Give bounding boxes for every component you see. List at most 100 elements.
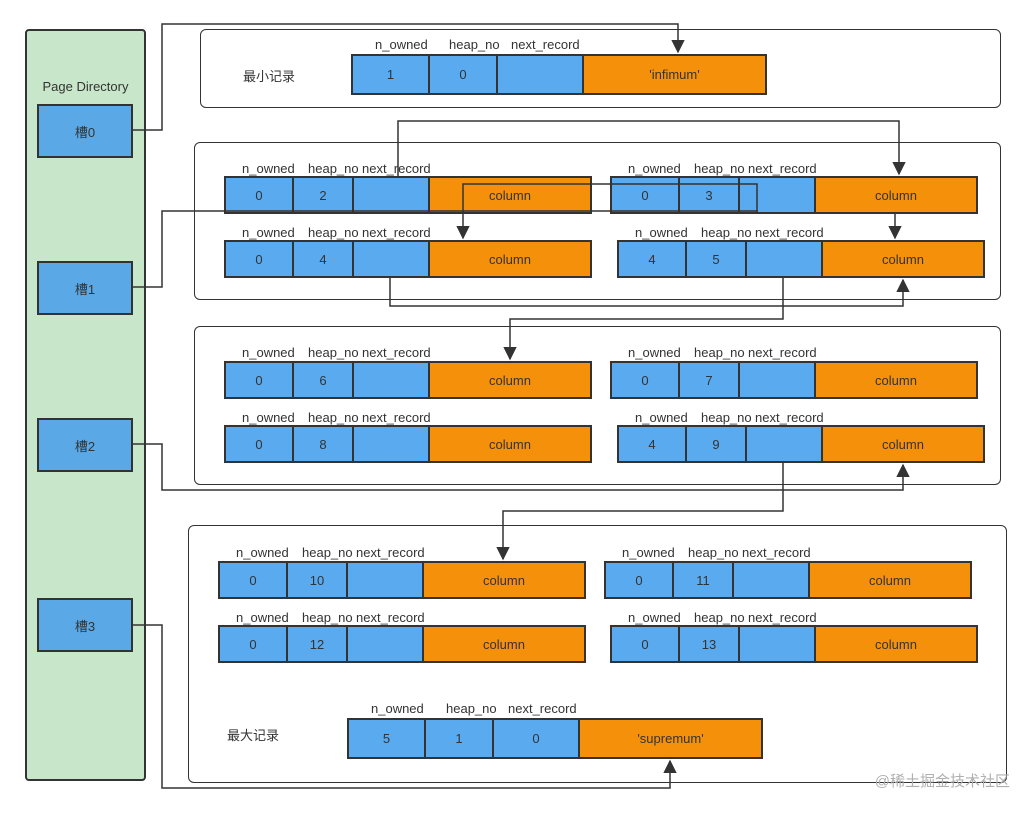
- n-owned-cell: 0: [610, 361, 680, 399]
- n-owned-label: n_owned: [622, 545, 675, 560]
- heap-no-cell: 11: [672, 561, 734, 599]
- n-owned-label: n_owned: [236, 610, 289, 625]
- content-cell: column: [428, 361, 592, 399]
- heap-no-label: heap_no: [449, 37, 500, 52]
- heap-no-label: heap_no: [694, 345, 745, 360]
- content-cell: column: [814, 625, 978, 663]
- heap-no-cell: 10: [286, 561, 348, 599]
- slot-0: 槽0: [37, 104, 133, 158]
- next-record-label: next_record: [362, 410, 431, 425]
- heap-no-cell: 12: [286, 625, 348, 663]
- n-owned-cell: 5: [347, 718, 426, 759]
- n-owned-label: n_owned: [628, 345, 681, 360]
- record: 0 8 column: [224, 425, 592, 463]
- record: 0 11 column: [604, 561, 972, 599]
- n-owned-cell: 0: [604, 561, 674, 599]
- next-record-cell: [346, 561, 424, 599]
- next-record-label: next_record: [362, 161, 431, 176]
- content-cell: column: [422, 561, 586, 599]
- next-record-cell: [352, 425, 430, 463]
- content-cell: column: [428, 425, 592, 463]
- n-owned-cell: 0: [218, 561, 288, 599]
- record: 0 4 column: [224, 240, 592, 278]
- next-record-cell: 0: [492, 718, 580, 759]
- content-cell: column: [821, 425, 985, 463]
- n-owned-cell: 4: [617, 240, 687, 278]
- next-record-label: next_record: [362, 225, 431, 240]
- next-record-cell: [352, 240, 430, 278]
- heap-no-label: heap_no: [302, 610, 353, 625]
- record: 4 9 column: [617, 425, 985, 463]
- next-record-cell: [732, 561, 810, 599]
- next-record-label: next_record: [742, 545, 811, 560]
- n-owned-cell: 0: [610, 625, 680, 663]
- n-owned-cell: 0: [224, 361, 294, 399]
- next-record-label: next_record: [356, 545, 425, 560]
- next-record-label: next_record: [755, 410, 824, 425]
- n-owned-label: n_owned: [628, 161, 681, 176]
- n-owned-cell: 0: [224, 240, 294, 278]
- heap-no-label: heap_no: [446, 701, 497, 716]
- record: 0 12 column: [218, 625, 586, 663]
- n-owned-label: n_owned: [375, 37, 428, 52]
- n-owned-label: n_owned: [635, 225, 688, 240]
- heap-no-cell: 2: [292, 176, 354, 214]
- n-owned-cell: 1: [351, 54, 430, 95]
- n-owned-label: n_owned: [242, 410, 295, 425]
- n-owned-label: n_owned: [242, 345, 295, 360]
- heap-no-label: heap_no: [308, 225, 359, 240]
- max-record: 5 1 0 'supremum': [347, 718, 763, 759]
- heap-no-cell: 0: [428, 54, 498, 95]
- n-owned-cell: 4: [617, 425, 687, 463]
- record: 0 3 column: [610, 176, 978, 214]
- heap-no-label: heap_no: [701, 410, 752, 425]
- next-record-cell: [352, 361, 430, 399]
- heap-no-cell: 5: [685, 240, 747, 278]
- record: 0 6 column: [224, 361, 592, 399]
- n-owned-cell: 0: [224, 176, 294, 214]
- n-owned-label: n_owned: [242, 161, 295, 176]
- next-record-cell: [496, 54, 584, 95]
- slot-2: 槽2: [37, 418, 133, 472]
- min-record-label: 最小记录: [243, 69, 296, 84]
- heap-no-label: heap_no: [302, 545, 353, 560]
- heap-no-cell: 4: [292, 240, 354, 278]
- next-record-label: next_record: [748, 610, 817, 625]
- content-cell: column: [821, 240, 985, 278]
- content-cell: column: [814, 361, 978, 399]
- heap-no-cell: 1: [424, 718, 494, 759]
- n-owned-cell: 0: [610, 176, 680, 214]
- content-cell: column: [422, 625, 586, 663]
- next-record-cell: [352, 176, 430, 214]
- n-owned-label: n_owned: [371, 701, 424, 716]
- next-record-cell: [738, 625, 816, 663]
- n-owned-label: n_owned: [628, 610, 681, 625]
- next-record-label: next_record: [748, 345, 817, 360]
- heap-no-label: heap_no: [308, 410, 359, 425]
- heap-no-label: heap_no: [308, 161, 359, 176]
- next-record-cell: [346, 625, 424, 663]
- heap-no-label: heap_no: [308, 345, 359, 360]
- heap-no-label: heap_no: [694, 610, 745, 625]
- record: 0 13 column: [610, 625, 978, 663]
- n-owned-cell: 0: [218, 625, 288, 663]
- next-record-cell: [738, 361, 816, 399]
- heap-no-label: heap_no: [694, 161, 745, 176]
- heap-no-cell: 9: [685, 425, 747, 463]
- next-record-label: next_record: [748, 161, 817, 176]
- content-cell: column: [428, 240, 592, 278]
- heap-no-cell: 8: [292, 425, 354, 463]
- watermark: @稀土掘金技术社区: [874, 773, 1010, 790]
- next-record-label: next_record: [755, 225, 824, 240]
- slot-1: 槽1: [37, 261, 133, 315]
- record: 0 2 column: [224, 176, 592, 214]
- next-record-label: next_record: [356, 610, 425, 625]
- heap-no-cell: 3: [678, 176, 740, 214]
- next-record-label: next_record: [508, 701, 577, 716]
- next-record-cell: [738, 176, 816, 214]
- next-record-cell: [745, 240, 823, 278]
- content-cell: column: [428, 176, 592, 214]
- next-record-label: next_record: [511, 37, 580, 52]
- n-owned-label: n_owned: [236, 545, 289, 560]
- content-cell: 'infimum': [582, 54, 767, 95]
